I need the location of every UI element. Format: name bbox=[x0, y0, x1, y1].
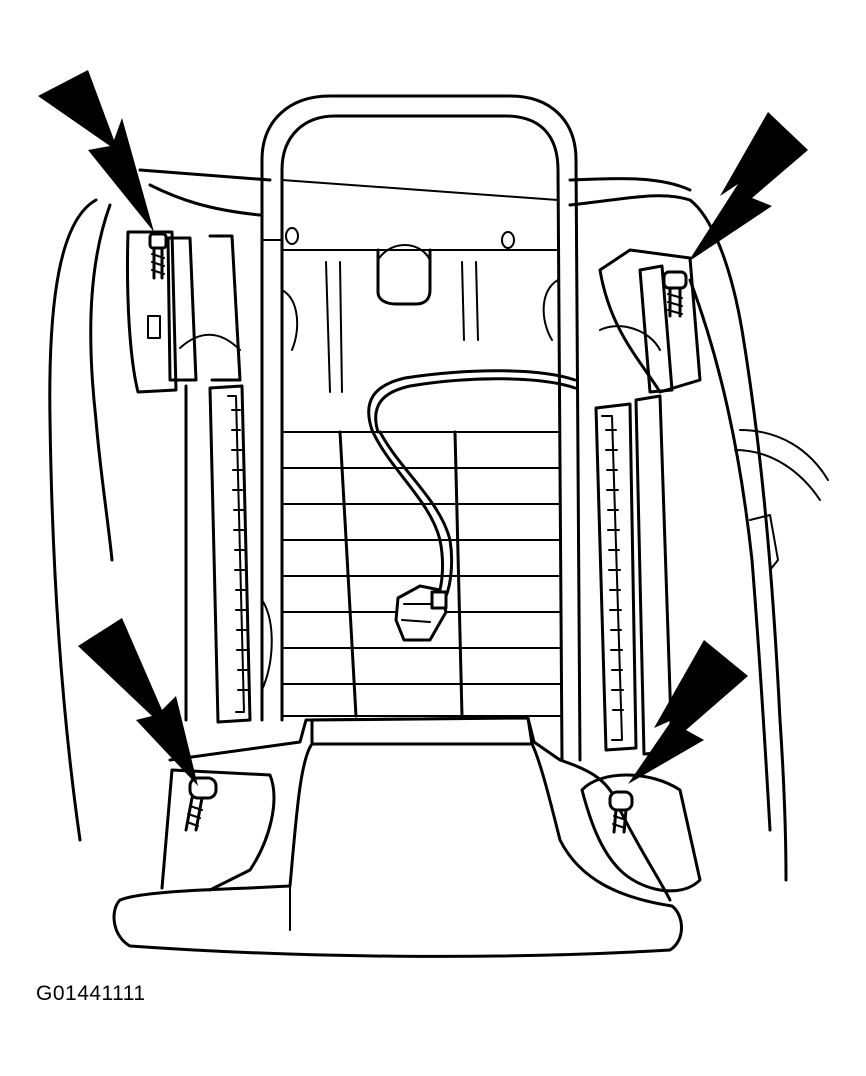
pointer-arrow-icon bbox=[628, 640, 748, 784]
bolt-icon bbox=[184, 776, 218, 832]
seat-cushion-outline bbox=[48, 168, 829, 882]
pointer-arrow-icon bbox=[78, 618, 198, 786]
bolt-icon bbox=[148, 232, 168, 280]
electrical-connector bbox=[394, 584, 448, 642]
bolt-icon bbox=[608, 790, 634, 834]
seat-frame-tube bbox=[260, 94, 582, 762]
seat-spring-grid bbox=[261, 430, 561, 718]
rear-cross-panel bbox=[281, 179, 559, 393]
pointer-arrow-icon bbox=[38, 70, 154, 232]
wire-harness bbox=[367, 369, 577, 642]
figure-id-label: G01441111 bbox=[36, 982, 146, 1005]
front-cushion-pad bbox=[112, 716, 702, 958]
pointer-arrow-icon bbox=[688, 112, 808, 262]
bolt-icon bbox=[662, 270, 688, 318]
left-seat-track bbox=[125, 230, 283, 724]
